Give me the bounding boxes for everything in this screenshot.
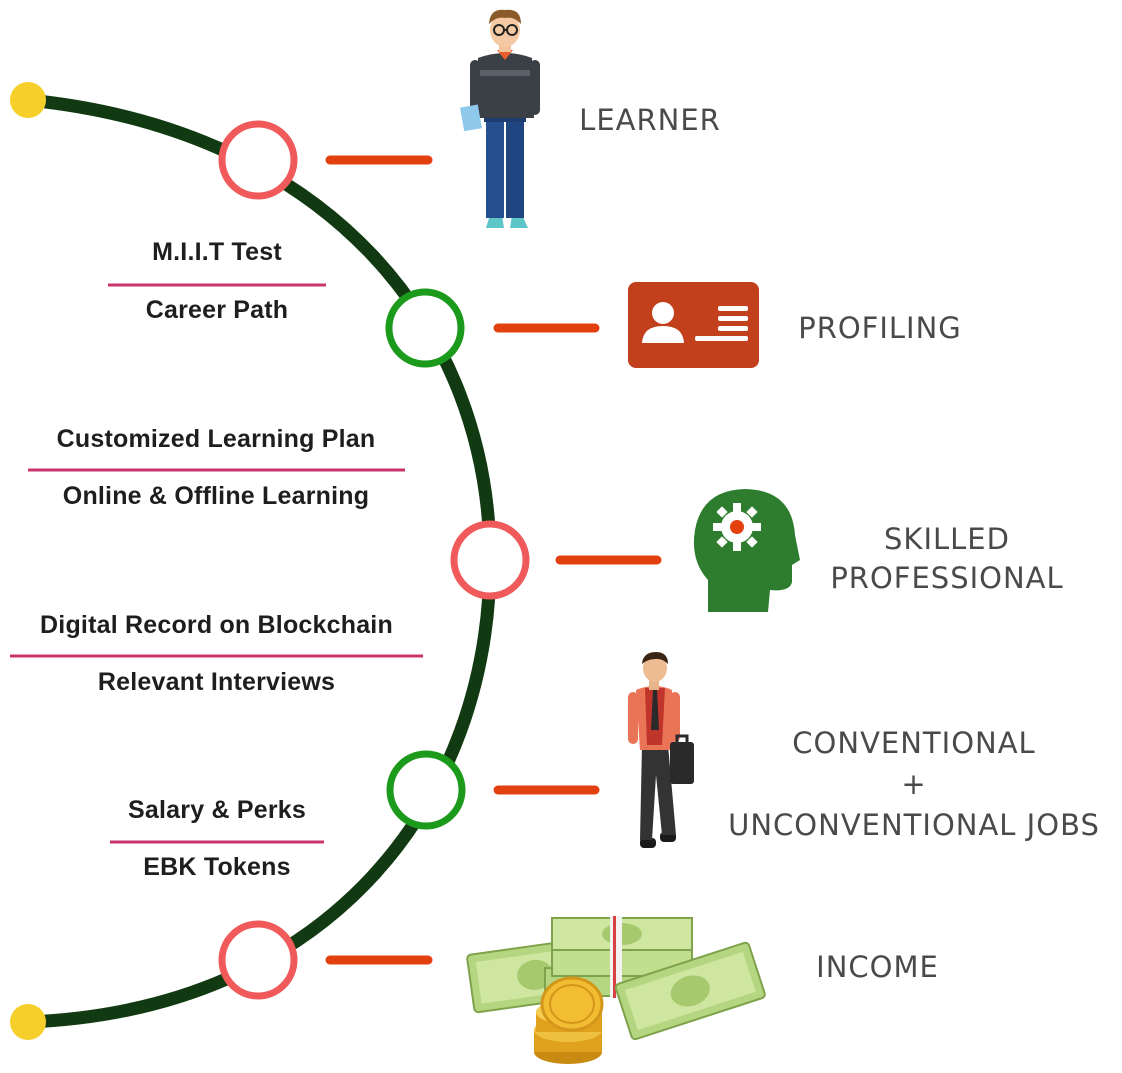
- stage-title-income: INCOME: [816, 950, 939, 984]
- money-icon: [466, 916, 766, 1064]
- head-gear-icon: [693, 489, 800, 612]
- stage-title-profiling: PROFILING: [798, 311, 962, 345]
- label-online-offline-learning: Online & Offline Learning: [62, 482, 370, 510]
- label-career-path: Career Path: [145, 296, 289, 324]
- stage-title-skilled-line2: PROFESSIONAL: [830, 561, 1064, 595]
- stage-title-jobs: CONVENTIONAL + UNCONVENTIONAL JOBS: [700, 723, 1122, 846]
- node-skilled: [450, 520, 530, 600]
- label-relevant-interviews: Relevant Interviews: [97, 668, 336, 696]
- start-dot: [10, 82, 46, 118]
- stage-title-jobs-line3: UNCONVENTIONAL JOBS: [728, 808, 1100, 842]
- label-digital-record-blockchain: Digital Record on Blockchain: [40, 611, 393, 639]
- node-learner: [218, 120, 298, 200]
- stage-title-jobs-plus: +: [901, 767, 927, 801]
- label-miit-test: M.I.I.T Test: [152, 238, 282, 266]
- learner-icon: [460, 9, 540, 228]
- label-ebk-tokens: EBK Tokens: [143, 853, 291, 881]
- end-dot: [10, 1004, 46, 1040]
- node-income: [218, 920, 298, 1000]
- profile-card-icon: [628, 282, 759, 368]
- label-customized-learning-plan: Customized Learning Plan: [56, 425, 376, 453]
- node-profiling: [385, 288, 465, 368]
- businessman-icon: [628, 652, 694, 848]
- stage-title-jobs-line1: CONVENTIONAL: [792, 726, 1036, 760]
- node-jobs: [386, 750, 466, 830]
- stage-title-learner: LEARNER: [579, 103, 721, 137]
- stage-title-skilled-professional: SKILLED PROFESSIONAL: [812, 520, 1082, 598]
- label-salary-perks: Salary & Perks: [128, 796, 306, 824]
- stage-title-skilled-line1: SKILLED: [884, 522, 1010, 556]
